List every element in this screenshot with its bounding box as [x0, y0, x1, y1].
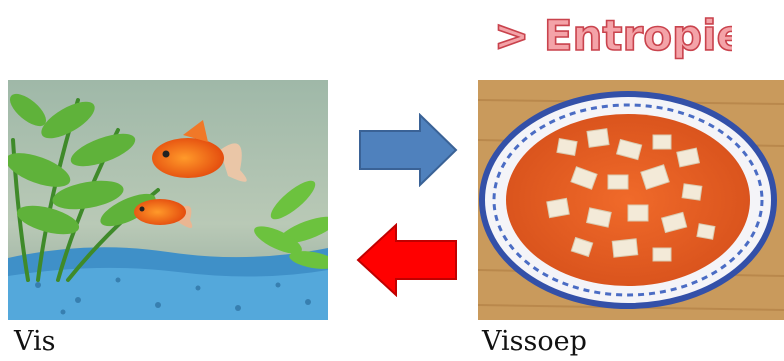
fish-soup-caption: Vissoep — [482, 328, 587, 355]
arrow-left-icon — [356, 223, 458, 297]
fish-soup-image — [478, 80, 784, 320]
arrow-right-icon — [358, 113, 458, 187]
entropie-title-text: > Entropie — [494, 11, 732, 60]
goldfish-aquarium-image — [8, 80, 328, 320]
fish-caption: Vis — [14, 328, 56, 355]
entropie-title: > Entropie — [492, 6, 732, 62]
